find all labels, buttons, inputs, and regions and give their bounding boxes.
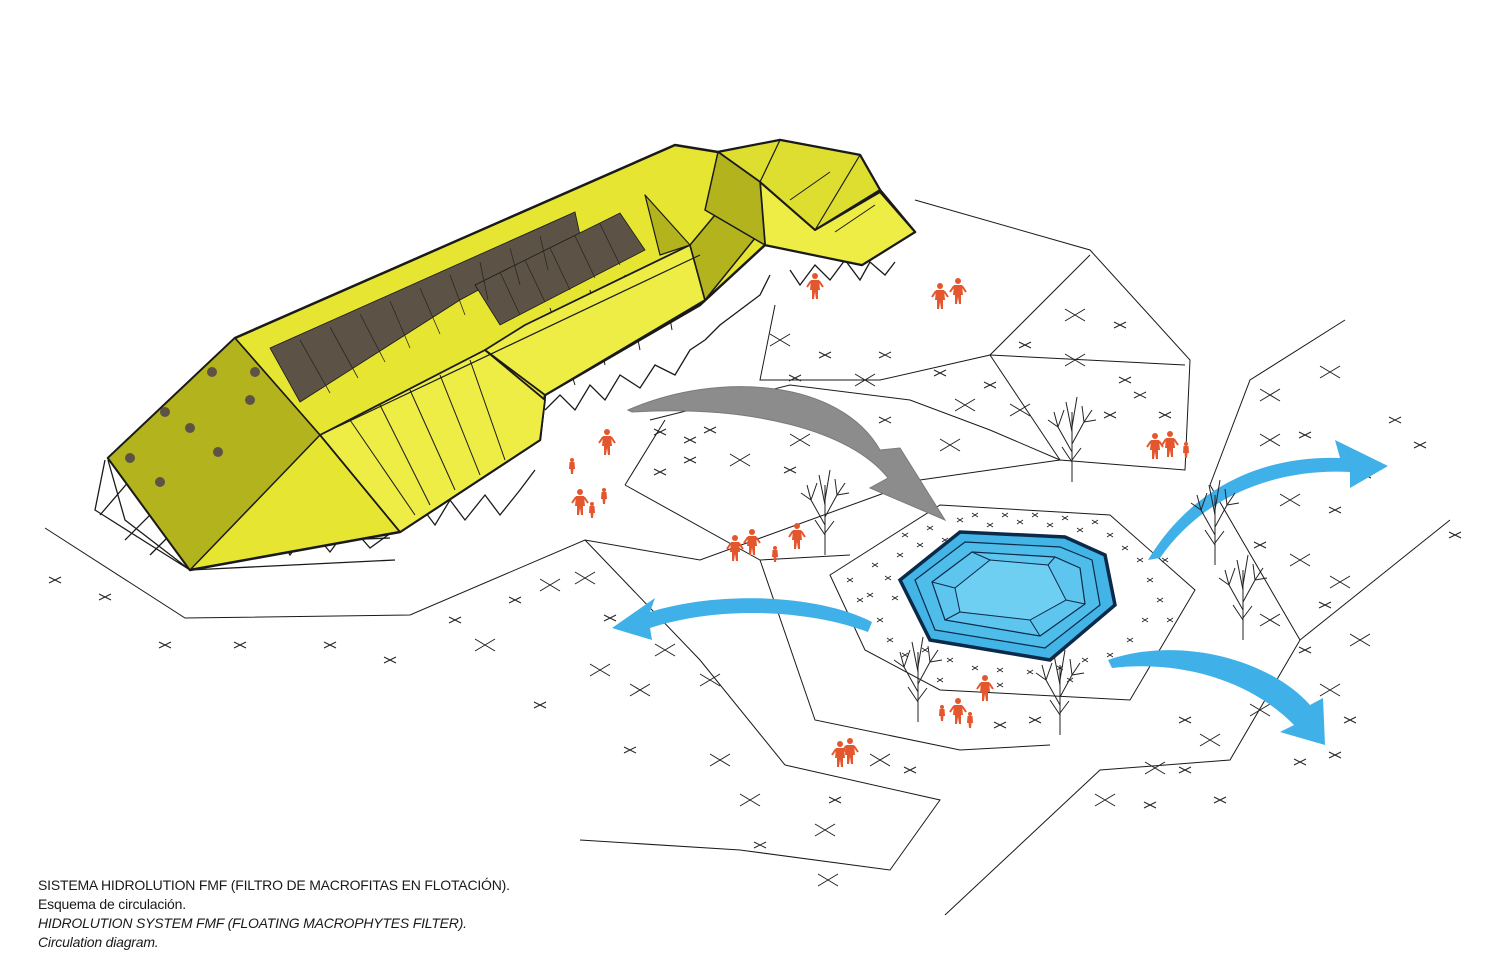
caption-title-es: SISTEMA HIDROLUTION FMF (FILTRO DE MACRO… <box>38 877 510 893</box>
hexagonal-pond <box>897 530 1117 662</box>
caption-subtitle-en: Circulation diagram. <box>38 934 159 950</box>
circulation-arrow <box>626 386 947 522</box>
building-roof <box>106 138 917 572</box>
people <box>569 272 1189 768</box>
water-flow-arrows <box>612 440 1388 745</box>
diagram-caption: SISTEMA HIDROLUTION FMF (FILTRO DE MACRO… <box>38 876 738 952</box>
solar-panels <box>269 211 646 403</box>
caption-subtitle-es: Esquema de circulación. <box>38 896 186 912</box>
caption-title-en: HIDROLUTION SYSTEM FMF (FLOATING MACROPH… <box>38 915 467 931</box>
ground-plots <box>44 199 1451 916</box>
skylight-openings <box>125 367 260 487</box>
